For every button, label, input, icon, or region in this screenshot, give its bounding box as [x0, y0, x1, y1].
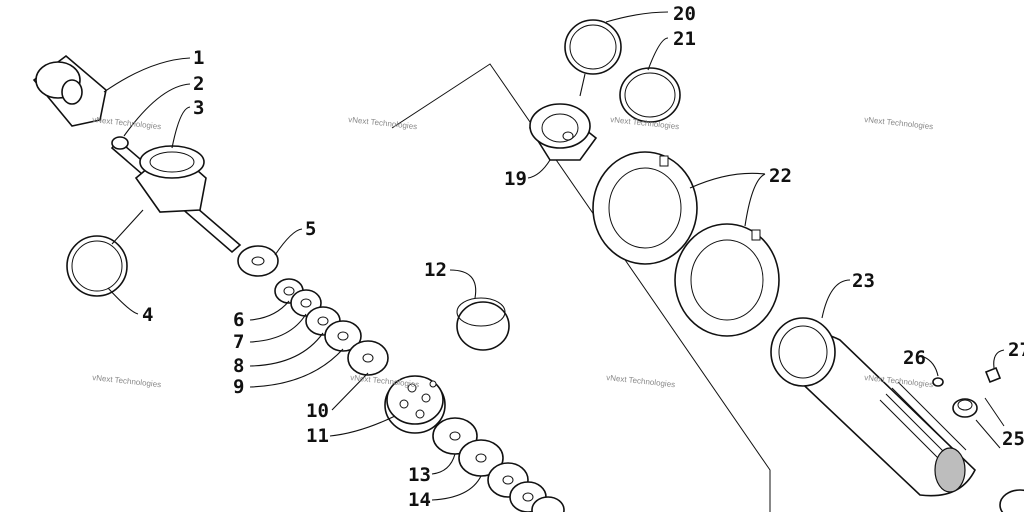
part-21-bushing — [619, 67, 681, 123]
label-21: 21 — [673, 28, 696, 50]
assembly-bracket — [391, 63, 771, 512]
label-12: 12 — [424, 259, 447, 281]
shim-stack-13-14 — [432, 417, 565, 512]
label-11: 11 — [306, 425, 329, 447]
label-6: 6 — [233, 309, 244, 331]
label-3: 3 — [193, 97, 204, 119]
label-13: 13 — [408, 464, 431, 486]
label-23: 23 — [852, 270, 875, 292]
label-25: 25 — [1002, 428, 1024, 450]
watermark-4: vNext Technologies — [864, 115, 934, 131]
label-2: 2 — [193, 73, 204, 95]
label-20: 20 — [673, 3, 696, 25]
part-22-collar-upper — [592, 151, 698, 265]
label-10: 10 — [306, 400, 329, 422]
part-22-collar-lower — [674, 223, 780, 337]
part-20-o-ring — [564, 19, 622, 75]
watermark-6: vNext Technologies — [350, 373, 420, 389]
label-7: 7 — [233, 331, 244, 353]
lower-eye-edge — [999, 489, 1024, 512]
label-8: 8 — [233, 355, 244, 377]
label-14: 14 — [408, 489, 431, 511]
watermark-2: vNext Technologies — [348, 115, 418, 131]
label-26: 26 — [903, 347, 926, 369]
label-5: 5 — [305, 218, 316, 240]
part-23-shock-body — [770, 317, 976, 497]
part-1-eye-mount — [32, 54, 107, 127]
part-12-piston-band — [456, 297, 510, 351]
watermark-7: vNext Technologies — [606, 373, 676, 389]
shim-stack-6-9 — [274, 278, 389, 376]
label-19: 19 — [504, 168, 527, 190]
part-labels: 1 2 3 4 5 6 7 8 9 10 11 12 13 14 19 20 2… — [142, 3, 1024, 511]
label-1: 1 — [193, 47, 204, 69]
part-5-washer — [237, 245, 279, 277]
label-4: 4 — [142, 304, 153, 326]
part-19-seal-head — [528, 103, 598, 161]
leader-lines — [103, 11, 1005, 501]
label-22: 22 — [769, 165, 792, 187]
label-9: 9 — [233, 376, 244, 398]
watermark-1: vNext Technologies — [92, 115, 162, 131]
part-11-piston — [384, 375, 446, 434]
part-4-o-ring — [66, 235, 128, 297]
label-27: 27 — [1008, 339, 1024, 361]
part-2-3-shaft — [110, 136, 242, 254]
part-25-26-27-valve — [932, 366, 1005, 449]
watermark-5: vNext Technologies — [92, 373, 162, 389]
